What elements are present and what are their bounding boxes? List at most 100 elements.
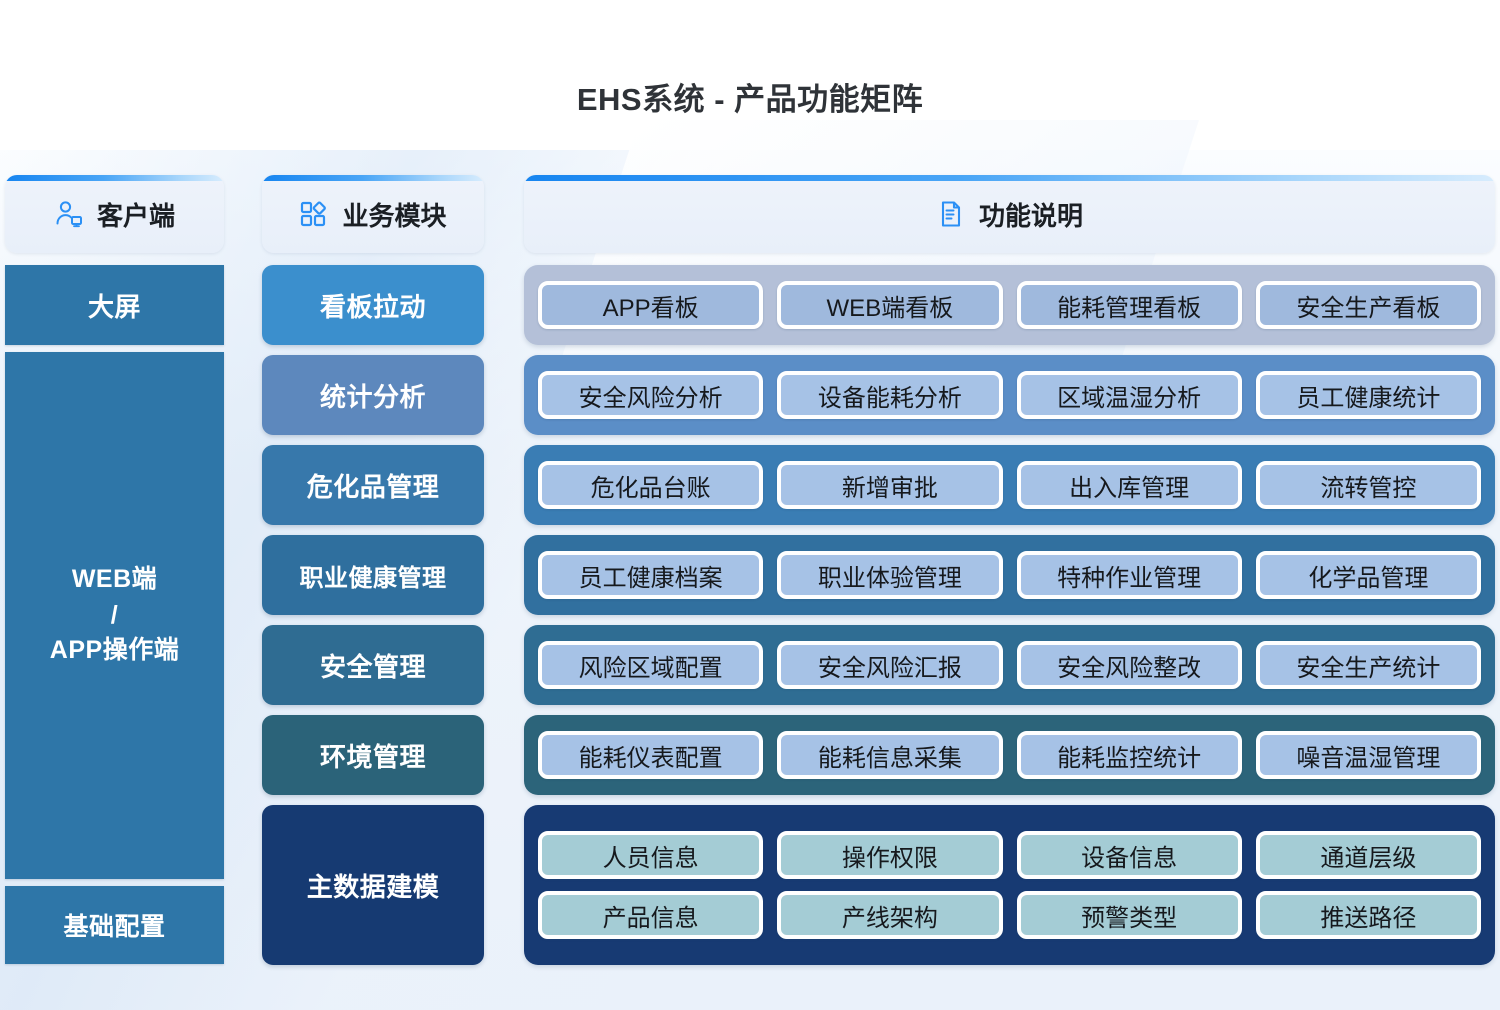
client-block-web-app[interactable]: WEB端/APP操作端 — [5, 352, 224, 879]
module-pill-label: 主数据建模 — [306, 871, 440, 902]
function-chip[interactable]: WEB端看板 — [777, 281, 1003, 329]
function-chip-label: 安全生产统计 — [1296, 654, 1441, 682]
function-chip[interactable]: 安全风险汇报 — [777, 641, 1003, 689]
function-chip-label: 产品信息 — [602, 904, 699, 932]
function-band: 危化品台账 新增审批 出入库管理 流转管控 — [524, 445, 1495, 525]
function-band: 员工健康档案 职业体验管理 特种作业管理 化学品管理 — [524, 535, 1495, 615]
function-chip[interactable]: 推送路径 — [1255, 891, 1481, 939]
function-band-row: 风险区域配置 安全风险汇报 安全风险整改 安全生产统计 — [538, 641, 1481, 689]
column-header-module-label: 业务模块 — [342, 200, 447, 231]
function-chip[interactable]: 危化品台账 — [538, 461, 764, 509]
function-chip[interactable]: 出入库管理 — [1016, 461, 1242, 509]
function-chip[interactable]: 员工健康统计 — [1255, 371, 1481, 419]
function-chip[interactable]: 能耗监控统计 — [1016, 731, 1242, 779]
module-pill[interactable]: 环境管理 — [262, 715, 484, 795]
client-block-web-app-label: WEB端/APP操作端 — [49, 565, 180, 665]
function-chip-label: 员工健康统计 — [1296, 384, 1441, 412]
function-chip[interactable]: 产品信息 — [538, 891, 764, 939]
module-pill-label: 职业健康管理 — [299, 564, 447, 592]
function-chip-label: 人员信息 — [602, 844, 699, 872]
function-chip[interactable]: 噪音温湿管理 — [1255, 731, 1481, 779]
function-chip[interactable]: 设备信息 — [1016, 831, 1242, 879]
function-chip-label: 安全风险整改 — [1057, 654, 1202, 682]
grid-modules-icon — [299, 199, 329, 229]
function-chip[interactable]: 产线架构 — [777, 891, 1003, 939]
function-chip[interactable]: 人员信息 — [538, 831, 764, 879]
function-chip-label: 出入库管理 — [1069, 474, 1190, 502]
function-chip[interactable]: 能耗信息采集 — [777, 731, 1003, 779]
function-chip-label: 风险区域配置 — [578, 654, 723, 682]
function-chip-label: 特种作业管理 — [1057, 564, 1202, 592]
function-band-row: 安全风险分析 设备能耗分析 区域温湿分析 员工健康统计 — [538, 371, 1481, 419]
function-chip[interactable]: 预警类型 — [1016, 891, 1242, 939]
function-band: 安全风险分析 设备能耗分析 区域温湿分析 员工健康统计 — [524, 355, 1495, 435]
function-chip[interactable]: APP看板 — [538, 281, 764, 329]
function-chip-label: 区域温湿分析 — [1057, 384, 1202, 412]
client-block-bigscreen[interactable]: 大屏 — [5, 265, 224, 345]
column-header-function: 功能说明 — [524, 175, 1495, 253]
function-band: 风险区域配置 安全风险汇报 安全风险整改 安全生产统计 — [524, 625, 1495, 705]
function-chip-label: 能耗信息采集 — [817, 744, 962, 772]
function-chip-label: 产线架构 — [841, 904, 938, 932]
function-chip-label: 预警类型 — [1081, 904, 1178, 932]
function-chip-label: 能耗仪表配置 — [578, 744, 723, 772]
function-chip-label: 安全风险汇报 — [817, 654, 962, 682]
function-chip-label: 新增审批 — [841, 474, 938, 502]
function-chip[interactable]: 新增审批 — [777, 461, 1003, 509]
column-header-module: 业务模块 — [262, 175, 484, 253]
function-chip-label: 设备信息 — [1081, 844, 1178, 872]
function-chip-label: 噪音温湿管理 — [1296, 744, 1441, 772]
function-band-row: 危化品台账 新增审批 出入库管理 流转管控 — [538, 461, 1481, 509]
function-chip-label: 危化品台账 — [590, 474, 711, 502]
function-chip-label: 职业体验管理 — [817, 564, 962, 592]
function-chip[interactable]: 流转管控 — [1255, 461, 1481, 509]
function-band-row: APP看板 WEB端看板 能耗管理看板 安全生产看板 — [538, 281, 1481, 329]
module-pill[interactable]: 安全管理 — [262, 625, 484, 705]
function-chip[interactable]: 操作权限 — [777, 831, 1003, 879]
function-band: 能耗仪表配置 能耗信息采集 能耗监控统计 噪音温湿管理 — [524, 715, 1495, 795]
function-chip[interactable]: 风险区域配置 — [538, 641, 764, 689]
module-pill[interactable]: 主数据建模 — [262, 805, 484, 965]
function-chip[interactable]: 特种作业管理 — [1016, 551, 1242, 599]
function-chip[interactable]: 安全风险分析 — [538, 371, 764, 419]
client-block-base-config[interactable]: 基础配置 — [5, 886, 224, 964]
function-chip[interactable]: 能耗仪表配置 — [538, 731, 764, 779]
document-list-icon — [936, 199, 966, 229]
function-band-row: 能耗仪表配置 能耗信息采集 能耗监控统计 噪音温湿管理 — [538, 731, 1481, 779]
module-pill[interactable]: 职业健康管理 — [262, 535, 484, 615]
module-pill-label: 安全管理 — [319, 651, 426, 682]
function-chip[interactable]: 能耗管理看板 — [1016, 281, 1242, 329]
function-chip-label: 能耗监控统计 — [1057, 744, 1202, 772]
module-pill[interactable]: 危化品管理 — [262, 445, 484, 525]
function-chip[interactable]: 安全生产统计 — [1255, 641, 1481, 689]
module-pill[interactable]: 看板拉动 — [262, 265, 484, 345]
function-chip[interactable]: 区域温湿分析 — [1016, 371, 1242, 419]
function-chip[interactable]: 员工健康档案 — [538, 551, 764, 599]
function-chip-label: 操作权限 — [841, 844, 938, 872]
page-title: EHS系统 - 产品功能矩阵 — [576, 82, 924, 117]
function-chip[interactable]: 安全风险整改 — [1016, 641, 1242, 689]
column-header-function-label: 功能说明 — [978, 200, 1083, 231]
function-chip[interactable]: 职业体验管理 — [777, 551, 1003, 599]
module-pill-label: 看板拉动 — [319, 291, 426, 322]
function-chip[interactable]: 设备能耗分析 — [777, 371, 1003, 419]
column-header-client: 客户端 — [5, 175, 224, 253]
function-chip[interactable]: 安全生产看板 — [1255, 281, 1481, 329]
function-band-row: 产品信息 产线架构 预警类型 推送路径 — [538, 891, 1481, 939]
function-chip-label: 员工健康档案 — [578, 564, 723, 592]
function-chip-label: APP看板 — [602, 294, 699, 322]
module-pill-label: 统计分析 — [319, 381, 426, 412]
module-pill-label: 环境管理 — [319, 741, 426, 772]
module-pill[interactable]: 统计分析 — [262, 355, 484, 435]
function-chip-label: 设备能耗分析 — [817, 384, 962, 412]
column-header-client-label: 客户端 — [96, 200, 175, 231]
function-chip-label: WEB端看板 — [826, 294, 954, 322]
function-band: APP看板 WEB端看板 能耗管理看板 安全生产看板 — [524, 265, 1495, 345]
function-chip-label: 化学品管理 — [1308, 564, 1429, 592]
function-band-row: 员工健康档案 职业体验管理 特种作业管理 化学品管理 — [538, 551, 1481, 599]
function-chip[interactable]: 化学品管理 — [1255, 551, 1481, 599]
function-chip[interactable]: 通道层级 — [1255, 831, 1481, 879]
module-pill-label: 危化品管理 — [306, 471, 440, 502]
function-chip-label: 能耗管理看板 — [1057, 294, 1202, 322]
